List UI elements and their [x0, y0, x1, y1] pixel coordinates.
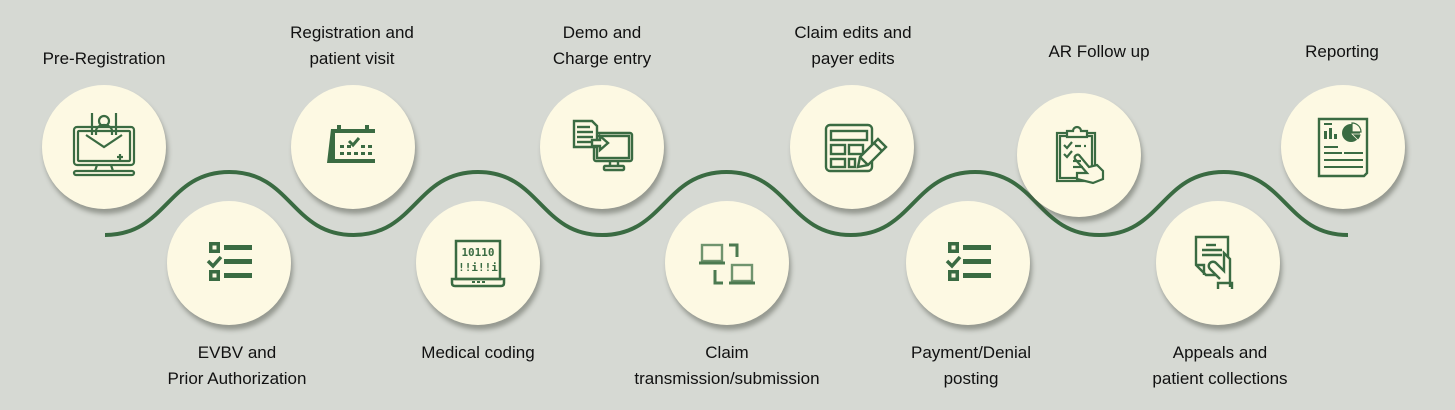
step-circle — [1281, 85, 1405, 209]
laptop-transfer-icon — [699, 243, 755, 285]
step-label-line: patient collections — [1152, 369, 1288, 388]
step-label-line: Appeals and — [1172, 343, 1268, 362]
step-label-line: posting — [943, 369, 999, 388]
step-label-line: Registration and — [290, 23, 414, 42]
document-to-monitor-icon — [572, 119, 634, 172]
step-circle — [167, 201, 291, 325]
step-label: Pre-Registration — [0, 46, 234, 72]
step-label: AR Follow up — [969, 39, 1229, 65]
step-label: EVBV and Prior Authorization — [107, 340, 367, 392]
step-label-line: Reporting — [1305, 42, 1379, 61]
step-label: Payment/Denial posting — [841, 340, 1101, 392]
step-label: Medical coding — [348, 340, 608, 366]
step-label-line: payer edits — [811, 49, 895, 68]
checklist-icon — [206, 242, 252, 281]
report-chart-icon — [1317, 117, 1369, 178]
step-label-line: Claim edits and — [794, 23, 912, 42]
calendar-check-icon — [327, 125, 375, 163]
step-circle — [665, 201, 789, 325]
step-label-line: Medical coding — [421, 343, 535, 362]
step-circle — [291, 85, 415, 209]
wave-line — [104, 169, 1349, 238]
laptop-binary-code-icon: 10110 !!i!!i — [450, 239, 506, 288]
step-label: Reporting — [1212, 39, 1455, 65]
step-label: Claim edits and payer edits — [723, 20, 983, 72]
clipboard-hand-icon — [1055, 125, 1105, 185]
step-circle — [1156, 201, 1280, 325]
step-label-line: Pre-Registration — [42, 49, 166, 68]
step-circle — [1017, 93, 1141, 217]
step-label: Claim transmission/submission — [597, 340, 857, 392]
computer-user-download-icon — [72, 113, 136, 177]
step-label: Registration and patient visit — [222, 20, 482, 72]
step-label-line: Charge entry — [552, 49, 652, 68]
step-label-line: Demo and — [562, 23, 642, 42]
step-circle — [42, 85, 166, 209]
svg-text:!!i!!i: !!i!!i — [458, 261, 498, 274]
step-label: Appeals and patient collections — [1090, 340, 1350, 392]
step-label-line: Claim — [705, 343, 749, 362]
step-label-line: Prior Authorization — [167, 369, 307, 388]
step-label-line: Payment/Denial — [910, 343, 1031, 362]
form-edit-pencil-icon — [824, 123, 888, 173]
step-label: Demo and Charge entry — [472, 20, 732, 72]
svg-text:10110: 10110 — [461, 246, 494, 259]
step-circle — [790, 85, 914, 209]
step-label-line: AR Follow up — [1048, 42, 1150, 61]
step-circle — [540, 85, 664, 209]
step-circle — [906, 201, 1030, 325]
checklist-icon — [945, 242, 991, 281]
hand-holding-document-icon — [1194, 235, 1234, 289]
step-label-line: transmission/submission — [634, 369, 820, 388]
step-label-line: EVBV and — [197, 343, 277, 362]
step-circle: 10110 !!i!!i — [416, 201, 540, 325]
step-label-line: patient visit — [309, 49, 395, 68]
